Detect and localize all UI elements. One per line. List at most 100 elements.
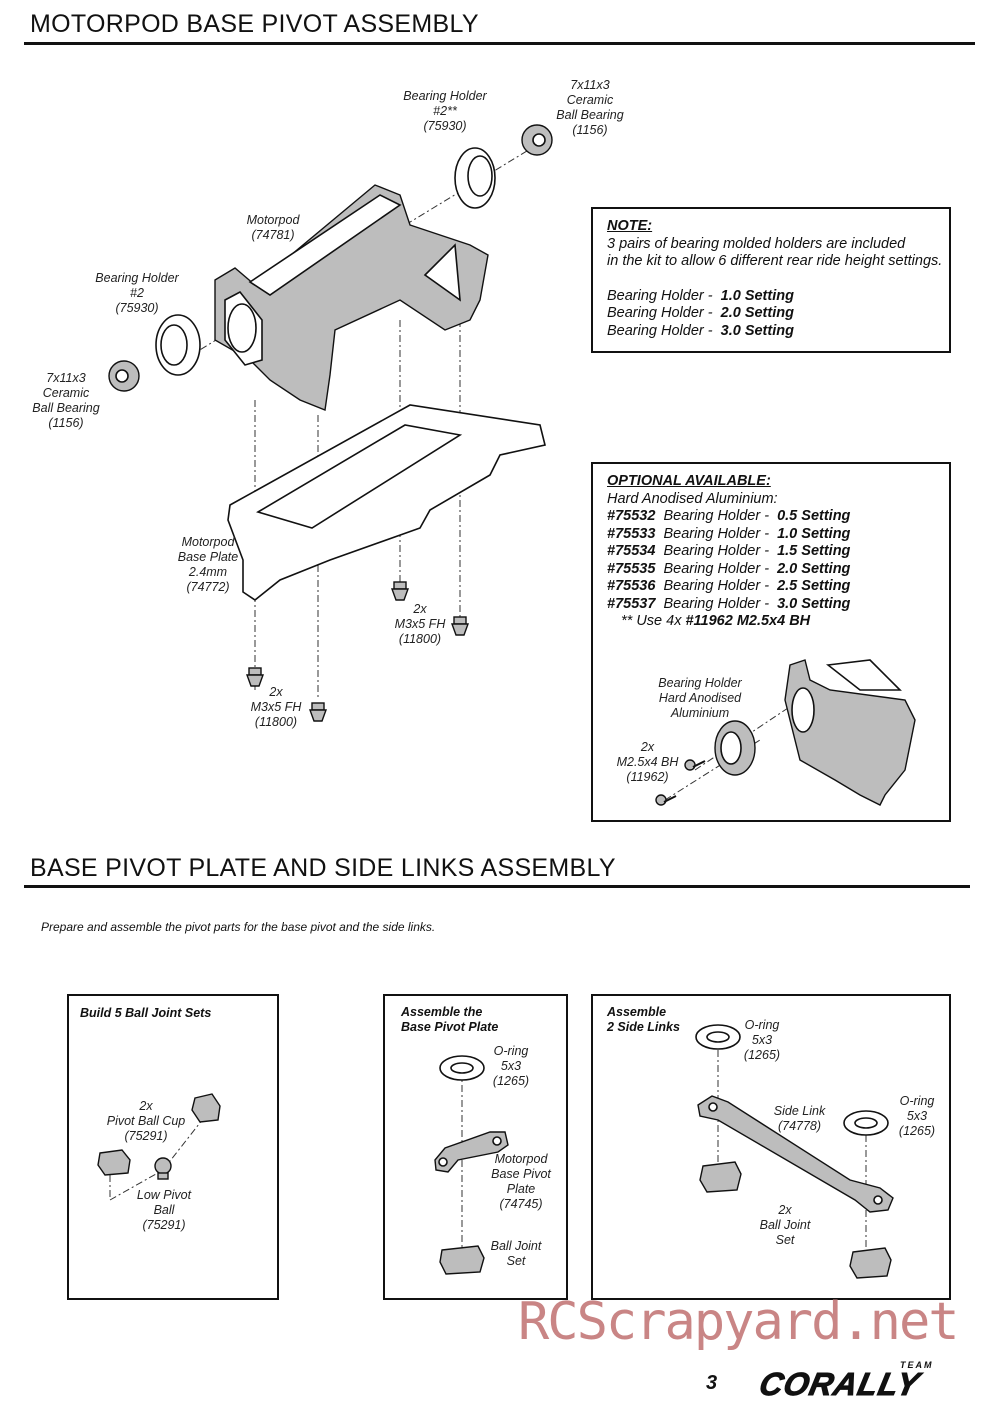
label-line: Ball xyxy=(153,1203,175,1217)
optional-item: #75536 Bearing Holder - 2.5 Setting xyxy=(607,578,949,596)
note-setting: Bearing Holder - 1.0 Setting xyxy=(607,288,949,306)
optional-footnote: ** Use 4x #11962 M2.5x4 BH xyxy=(607,613,949,631)
section-title-motorpod: MOTORPOD BASE PIVOT ASSEMBLY xyxy=(30,10,479,38)
label-low-pivot-ball: Low Pivot Ball (75291) xyxy=(114,1188,214,1233)
box-title-line: Assemble the xyxy=(401,1005,483,1019)
note-line: in the kit to allow 6 different rear rid… xyxy=(607,253,943,269)
motorpod xyxy=(214,184,489,411)
label-oring-box3-top: O-ring 5x3 (1265) xyxy=(732,1018,792,1063)
item-value: 0.5 Setting xyxy=(777,508,851,524)
label-line: (1156) xyxy=(572,123,608,137)
label-bearing-holder-top: Bearing Holder #2** (75930) xyxy=(385,89,505,134)
label-line: Ceramic xyxy=(42,386,90,400)
item-value: 1.5 Setting xyxy=(777,543,851,559)
label-line: Ball Joint xyxy=(759,1218,811,1232)
screw-low-2 xyxy=(309,702,327,722)
screw-mid-2 xyxy=(451,616,469,636)
part-number: #75534 xyxy=(607,543,656,559)
label-line: (74781) xyxy=(251,228,295,242)
label-line: Bearing Holder xyxy=(658,676,742,690)
label-line: Bearing Holder xyxy=(95,271,179,285)
label-line: (11800) xyxy=(398,632,442,646)
label-pivot-ball-cup: 2x Pivot Ball Cup (75291) xyxy=(96,1099,196,1144)
label-screws-mid: 2x M3x5 FH (11800) xyxy=(380,602,460,647)
label-line: Aluminium xyxy=(670,706,730,720)
label-line: (75291) xyxy=(142,1218,186,1232)
label-screws-low: 2x M3x5 FH (11800) xyxy=(236,685,316,730)
label-line: Set xyxy=(775,1233,795,1247)
label-line: Base Pivot xyxy=(491,1167,551,1181)
side-link xyxy=(697,1095,894,1213)
setting-label: Bearing Holder - xyxy=(607,287,713,304)
optional-motorpod xyxy=(784,659,916,806)
label-ball-joint-box2: Ball Joint Set xyxy=(481,1239,551,1269)
label-line: 2x xyxy=(139,1099,153,1113)
box-title: Assemble 2 Side Links xyxy=(607,1005,680,1035)
pivot-ball-cup-left xyxy=(97,1149,131,1176)
label-oring-box2: O-ring 5x3 (1265) xyxy=(481,1044,541,1089)
setting-label: Bearing Holder - xyxy=(607,322,713,339)
box-title-line: Assemble xyxy=(607,1005,667,1019)
label-line: 5x3 xyxy=(500,1059,522,1073)
setting-label: Bearing Holder - xyxy=(607,305,713,321)
ball-joint-set-box2 xyxy=(439,1245,485,1275)
label-bearing-left: 7x11x3 Ceramic Ball Bearing (1156) xyxy=(16,371,116,431)
part-number: #75535 xyxy=(607,560,656,577)
optional-item: #75537 Bearing Holder - 3.0 Setting xyxy=(607,596,949,614)
label-line: (74778) xyxy=(777,1119,822,1133)
label-line: 2x xyxy=(269,685,283,699)
screw-mid-1 xyxy=(391,581,409,601)
logo-text: CORALLY xyxy=(756,1366,924,1403)
page-number: 3 xyxy=(706,1372,718,1394)
ball-joint-set-box3-a xyxy=(699,1161,742,1193)
item-label: Bearing Holder - xyxy=(663,560,770,577)
logo-tag: TEAM xyxy=(900,1360,934,1370)
label-line: Set xyxy=(506,1254,526,1268)
label-line: 7x11x3 xyxy=(46,371,86,385)
label-line: Motorpod xyxy=(246,213,300,227)
label-line: Ball Bearing xyxy=(556,108,624,122)
label-base-plate: Motorpod Base Plate 2.4mm (74772) xyxy=(158,535,258,595)
footnote-part: #11962 M2.5x4 BH xyxy=(685,613,811,629)
part-number: #75536 xyxy=(607,578,656,594)
label-line: 2x xyxy=(413,602,427,616)
item-label: Bearing Holder - xyxy=(663,595,770,612)
item-value: 1.0 Setting xyxy=(777,525,851,542)
label-optional-screws: 2x M2.5x4 BH (11962) xyxy=(610,740,685,785)
label-line: #2 xyxy=(130,286,144,300)
note-box: NOTE: 3 pairs of bearing molded holders … xyxy=(591,207,951,353)
section2-intro: Prepare and assemble the pivot parts for… xyxy=(41,920,436,934)
label-line: Ball Bearing xyxy=(32,401,100,415)
label-line: Bearing Holder xyxy=(403,89,487,103)
label-line: 5x3 xyxy=(906,1109,928,1123)
optional-screw-1 xyxy=(684,759,706,771)
box-title-line: 2 Side Links xyxy=(607,1020,680,1034)
optional-subtitle: Hard Anodised Aluminium: xyxy=(607,490,778,507)
part-number: #75537 xyxy=(607,595,656,612)
label-line: (11800) xyxy=(254,715,298,729)
label-bearing-holder-left: Bearing Holder #2 (75930) xyxy=(82,271,192,316)
optional-item: #75532 Bearing Holder - 0.5 Setting xyxy=(607,508,949,526)
label-line: O-ring xyxy=(744,1018,780,1032)
setting-value: 3.0 Setting xyxy=(720,322,794,339)
base-plate xyxy=(227,404,546,601)
label-bearing-top: 7x11x3 Ceramic Ball Bearing (1156) xyxy=(540,78,640,138)
label-line: (11962) xyxy=(626,770,669,784)
watermark: RCScrapyard.net xyxy=(518,1292,960,1352)
label-line: 5x3 xyxy=(751,1033,773,1047)
item-label: Bearing Holder - xyxy=(663,578,770,594)
setting-value: 2.0 Setting xyxy=(720,305,794,321)
item-value: 3.0 Setting xyxy=(777,595,851,612)
optional-title: OPTIONAL AVAILABLE: xyxy=(607,473,771,489)
item-value: 2.5 Setting xyxy=(777,578,851,594)
label-side-link: Side Link (74778) xyxy=(762,1104,837,1134)
part-number: #75533 xyxy=(607,525,656,542)
section-rule xyxy=(24,42,975,45)
setting-value: 1.0 Setting xyxy=(720,287,794,304)
label-line: M3x5 FH xyxy=(250,700,302,714)
low-pivot-ball xyxy=(154,1157,172,1175)
note-setting: Bearing Holder - 2.0 Setting xyxy=(607,305,949,323)
label-line: Motorpod xyxy=(181,535,235,549)
